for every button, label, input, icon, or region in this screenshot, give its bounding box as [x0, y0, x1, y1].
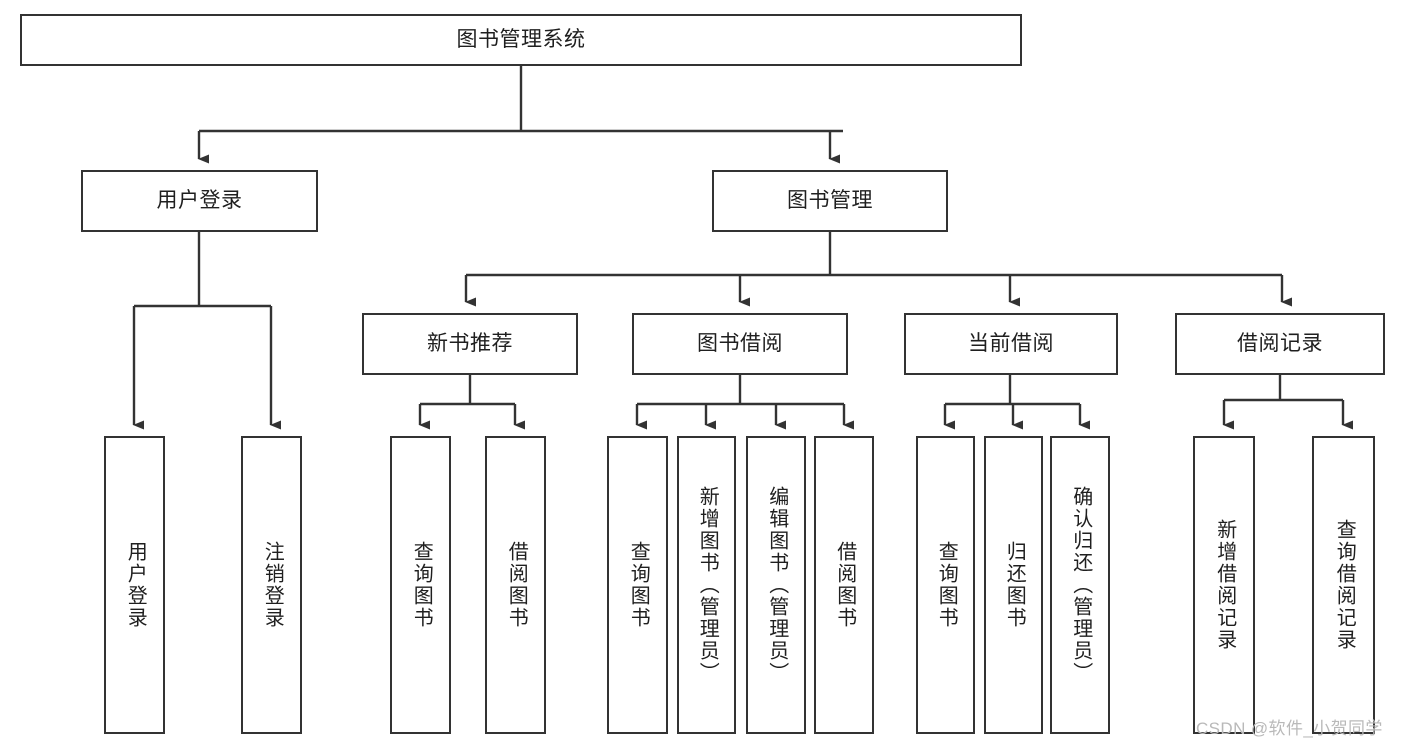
leaf-br-add-record[interactable]: 新增借阅记录 [1193, 436, 1255, 734]
leaf-bb-edit-book-label: 编辑图书（管理员） [765, 486, 788, 684]
leaf-bb-borrow-book-label: 借阅图书 [833, 541, 856, 629]
leaf-bb-query-book-label: 查询图书 [627, 541, 650, 629]
leaf-bb-add-book-label: 新增图书（管理员） [696, 486, 719, 684]
leaf-bb-edit-book[interactable]: 编辑图书（管理员） [746, 436, 806, 734]
leaf-user-login[interactable]: 用户登录 [104, 436, 165, 734]
leaf-new-book-borrow-label: 借阅图书 [505, 541, 528, 629]
leaf-logout[interactable]: 注销登录 [241, 436, 302, 734]
leaf-cb-return-book[interactable]: 归还图书 [984, 436, 1043, 734]
leaf-cb-query-book[interactable]: 查询图书 [916, 436, 975, 734]
node-current-borrow-label: 当前借阅 [968, 332, 1054, 356]
leaf-new-book-query[interactable]: 查询图书 [390, 436, 451, 734]
node-new-book-recommend-label: 新书推荐 [427, 332, 513, 356]
node-borrow-record[interactable]: 借阅记录 [1175, 313, 1385, 375]
node-root[interactable]: 图书管理系统 [20, 14, 1022, 66]
node-user-login-label: 用户登录 [156, 189, 243, 213]
node-book-borrow[interactable]: 图书借阅 [632, 313, 848, 375]
leaf-cb-query-book-label: 查询图书 [935, 541, 958, 629]
node-root-label: 图书管理系统 [456, 28, 586, 52]
leaf-br-query-record-label: 查询借阅记录 [1333, 519, 1356, 651]
leaf-bb-borrow-book[interactable]: 借阅图书 [814, 436, 874, 734]
watermark: CSDN @软件_小贺同学 [1196, 719, 1383, 738]
node-book-manage[interactable]: 图书管理 [712, 170, 948, 232]
leaf-user-login-label: 用户登录 [124, 541, 147, 629]
leaf-new-book-query-label: 查询图书 [410, 541, 433, 629]
node-new-book-recommend[interactable]: 新书推荐 [362, 313, 578, 375]
leaf-cb-return-book-label: 归还图书 [1003, 541, 1026, 629]
node-borrow-record-label: 借阅记录 [1237, 332, 1323, 356]
node-current-borrow[interactable]: 当前借阅 [904, 313, 1118, 375]
leaf-bb-query-book[interactable]: 查询图书 [607, 436, 668, 734]
leaf-cb-confirm-return[interactable]: 确认归还（管理员） [1050, 436, 1110, 734]
leaf-bb-add-book[interactable]: 新增图书（管理员） [677, 436, 736, 734]
leaf-br-query-record[interactable]: 查询借阅记录 [1312, 436, 1375, 734]
node-book-borrow-label: 图书借阅 [697, 332, 783, 356]
node-book-manage-label: 图书管理 [787, 189, 873, 213]
leaf-cb-confirm-return-label: 确认归还（管理员） [1069, 486, 1092, 684]
leaf-logout-label: 注销登录 [261, 541, 284, 629]
leaf-new-book-borrow[interactable]: 借阅图书 [485, 436, 546, 734]
leaf-br-add-record-label: 新增借阅记录 [1213, 519, 1236, 651]
node-user-login[interactable]: 用户登录 [81, 170, 318, 232]
